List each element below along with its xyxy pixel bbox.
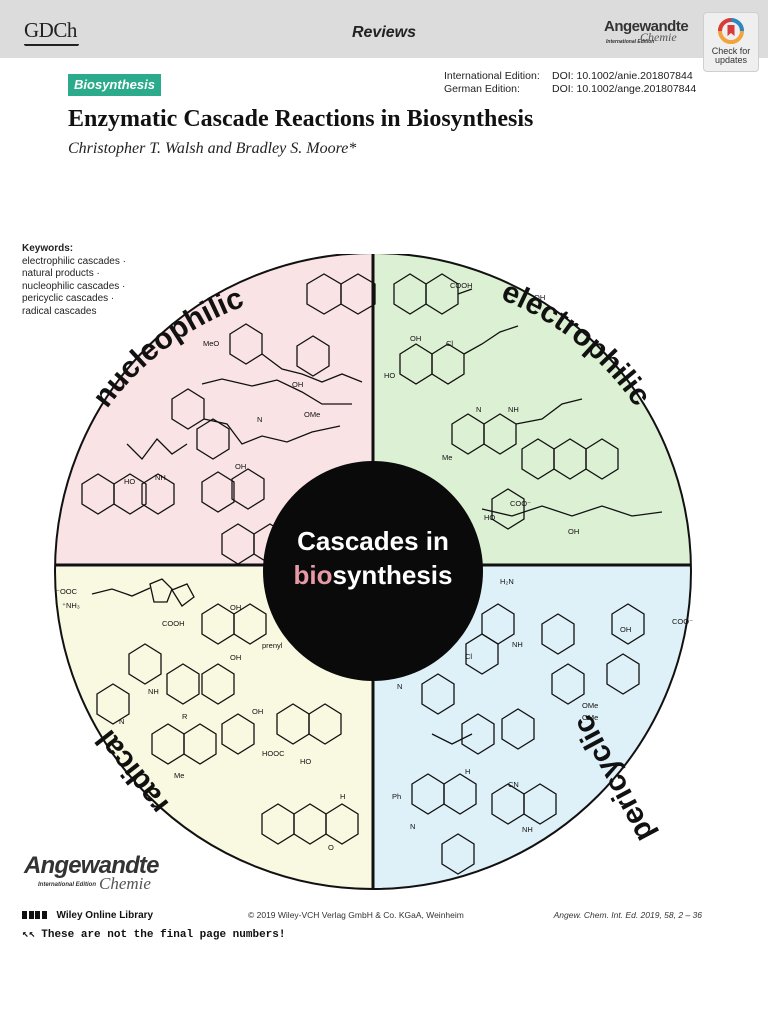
article-title: Enzymatic Cascade Reactions in Biosynthe… [68,106,534,132]
chem-label: Cl [465,652,472,661]
structures-pericyclic [411,603,645,875]
chem-label: prenyl [262,641,283,650]
angewandte-logo-top: Angewandte Chemie International Edition [604,18,702,50]
outer-circle [54,254,692,890]
page-footer: Wiley Online Library © 2019 Wiley-VCH Ve… [22,908,702,941]
chem-label: NH [155,473,166,482]
chem-label: NH [512,640,523,649]
section-title: Reviews [351,24,417,41]
chem-label: HO [484,513,495,522]
chem-label: N [257,415,262,424]
chem-label: ⁻OOC [56,587,78,596]
page-notice: ↖↖ These are not the final page numbers! [22,927,286,941]
chem-label: NH [508,405,519,414]
journal-logo-sub: Chemie [640,30,677,44]
chem-label: COO⁻ [672,617,693,626]
check-updates-label: Check for updates [711,46,751,65]
center-title-line2: biosynthesis [294,560,453,590]
chem-label: NH [522,825,533,834]
wiley-logo-icon [22,911,27,919]
structures-electrophilic [393,273,663,530]
chem-label: ⁺NH₃ [62,601,80,610]
chem-label: Cl [446,339,453,348]
wiley-logo-icon [28,911,34,919]
keyword-item: radical cascades [22,305,97,317]
chem-label: OH [230,653,241,662]
chem-label: Ph [392,792,401,801]
journal-logo-name: Angewandte [24,852,159,879]
gdch-logo: GDCh [24,18,79,46]
chem-label: OH [252,707,263,716]
chem-label: HO [124,477,135,486]
article-authors: Christopher T. Walsh and Bradley S. Moor… [68,140,357,157]
center-title-bio: bio [294,560,333,590]
chem-label: NH [148,687,159,696]
structures-nucleophilic [81,273,376,565]
journal-logo-name: Angewandte [604,18,689,35]
chem-label: OH [410,334,421,343]
keyword-item: natural products · [22,268,100,280]
check-for-updates-button[interactable]: Check for updates [703,12,759,72]
doi-german-link[interactable]: DOI: 10.1002/ange.201807844 [552,83,697,95]
journal-logo-edition: International Edition [606,39,655,45]
chem-label: OH [235,462,246,471]
chem-label: OH [568,527,579,536]
journal-logo-edition: International Edition [38,882,96,888]
chem-label: H [465,767,470,776]
wiley-online-library-link[interactable]: Wiley Online Library [22,910,153,921]
center-title-rest: synthesis [333,560,453,590]
check-updates-icon [718,18,744,44]
chem-label: N [397,682,402,691]
citation: Angew. Chem. Int. Ed. 2019, 58, 2 – 36 [553,910,702,920]
chem-label: N [476,405,481,414]
cascades-figure: nucleophilic electrophilic pericyclic ra… [54,254,693,890]
chem-label: COOH [162,619,185,628]
arrows-icon: ↖↖ [22,929,36,941]
chem-label: COO⁻ [510,499,531,508]
center-circle [263,461,483,681]
structures-radical [91,578,359,845]
keywords-block: Keywords: electrophilic cascades · natur… [22,243,126,319]
keyword-item: electrophilic cascades · [22,255,126,267]
chem-label: N [410,822,415,831]
chem-label: OMe [304,410,320,419]
chem-label: Me [174,771,184,780]
center-title-line1: Cascades in [297,526,449,556]
chem-label: OH [292,380,303,389]
doi-block: International Edition: DOI: 10.1002/anie.… [444,70,696,96]
doi-international-label: International Edition: [444,70,540,82]
chem-label: O [328,843,334,852]
chem-label: N [119,717,124,726]
chem-label: H [340,792,345,801]
angewandte-logo-bottom: Angewandte Chemie International Edition [24,852,164,896]
notice-text: These are not the final page numbers! [41,929,286,941]
journal-logo-sub: Chemie [99,874,151,893]
chem-label: HO [384,371,395,380]
chem-label: OH [534,293,545,302]
keywords-heading: Keywords: [22,243,74,254]
chem-label: MeO [203,339,219,348]
chem-label: COOH [450,281,473,290]
wiley-logo-icon [35,911,40,919]
category-badge: Biosynthesis [68,74,161,96]
wiley-logo-icon [41,911,47,919]
header-bar: GDCh Reviews Angewandte Chemie Internati… [0,0,768,58]
keyword-item: pericyclic cascades · [22,293,115,305]
copyright: © 2019 Wiley-VCH Verlag GmbH & Co. KGaA,… [248,910,464,920]
chem-label: H₂N [500,577,514,586]
chem-label: Me [442,453,452,462]
wiley-label: Wiley Online Library [56,910,154,921]
doi-international-link[interactable]: DOI: 10.1002/anie.201807844 [552,70,693,82]
chem-label: CN [508,780,519,789]
chem-label: OMe [582,701,598,710]
keyword-item: nucleophilic cascades · [22,280,126,292]
chem-label: HOOC [262,749,285,758]
chem-label: OH [230,603,241,612]
chem-label: OH [620,625,631,634]
chem-label: HO [300,757,311,766]
chem-label: OMe [582,713,598,722]
chem-label: R [182,712,188,721]
doi-german-label: German Edition: [444,83,520,95]
